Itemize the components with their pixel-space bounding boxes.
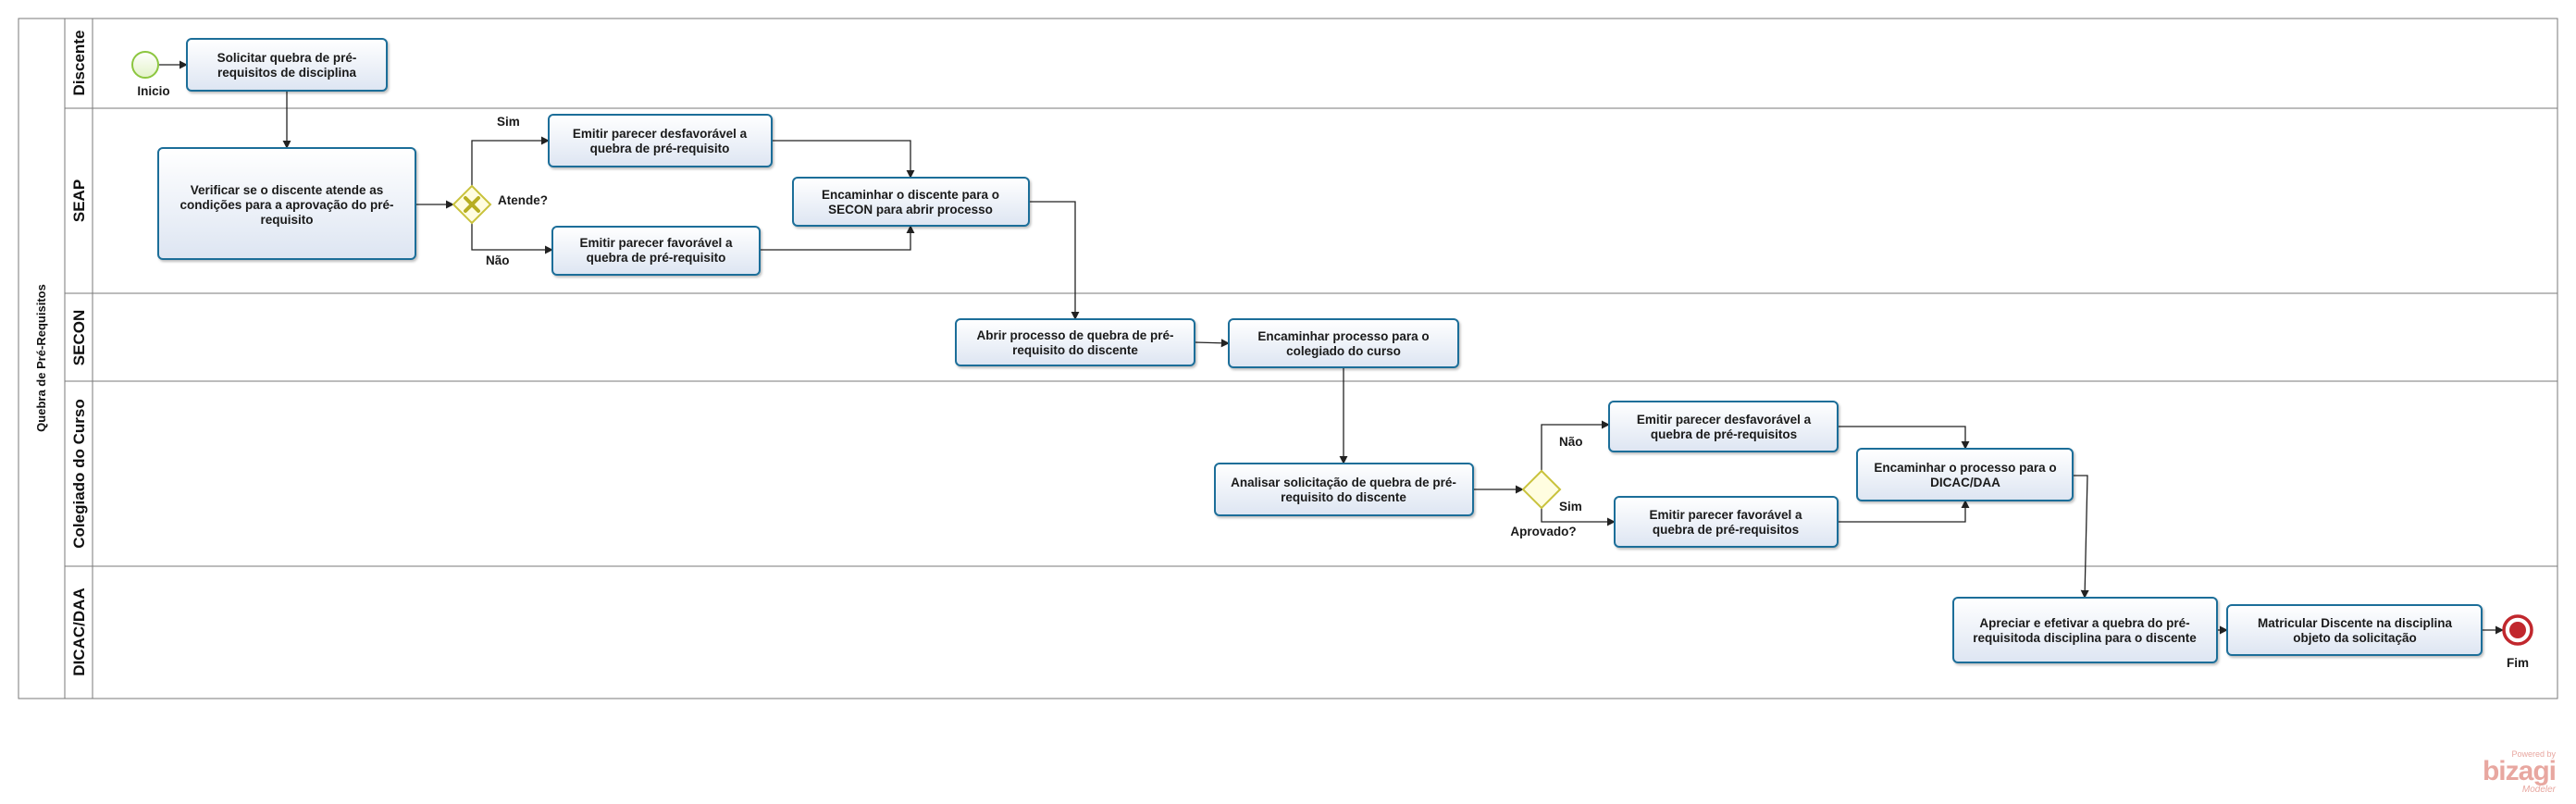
flow-label-g2-yes: Sim (1559, 500, 1582, 513)
sequence-flows (159, 60, 2504, 635)
gateway-label-aprovado: Aprovado? (1510, 525, 1576, 538)
lane-label-discente: Discente (70, 31, 88, 96)
lane-label-dicac: DICAC/DAA (70, 588, 88, 675)
flow-t5-to-t6[interactable] (1029, 201, 1080, 320)
task-label-line: Encaminhar processo para o (1257, 329, 1429, 343)
flow-g2-to-t10[interactable] (1541, 508, 1616, 526)
task-label-line: Emitir parecer desfavorável a (1637, 413, 1812, 427)
flow-g1-to-t3[interactable] (471, 136, 550, 186)
task-solicitar-quebra[interactable]: Solicitar quebra de pré-requisitos de di… (186, 38, 388, 92)
start-event-label: Inicio (137, 84, 169, 98)
task-analisar-solicitacao[interactable]: Analisar solicitação de quebra de pré-re… (1214, 463, 1474, 516)
lane-label-colegiado: Colegiado do Curso (70, 399, 88, 549)
task-label-line: quebra de pré-requisito (590, 142, 730, 155)
task-label: Analisar solicitação de quebra de pré-re… (1231, 476, 1456, 504)
task-label-line: quebra de pré-requisito (587, 251, 726, 265)
task-label-line: objeto da solicitação (2293, 631, 2417, 645)
gateway-atende[interactable] (452, 184, 492, 225)
flow-label-g2-no: Não (1559, 435, 1583, 449)
pool-label: Quebra de Pré-Requisitos (34, 284, 48, 432)
task-label-line: Emitir parecer favorável a (1649, 508, 1802, 522)
task-label-line: Abrir processo de quebra de pré- (976, 328, 1173, 342)
flow-g1-to-t4[interactable] (471, 223, 553, 254)
task-label-line: requisito (260, 213, 313, 227)
task-label-line: DICAC/DAA (1930, 476, 2000, 489)
flow-t10-to-t11[interactable] (1838, 500, 1970, 523)
task-label-line: Apreciar e efetivar a quebra do pré- (1979, 616, 2189, 630)
task-label-line: Matricular Discente na disciplina (2258, 616, 2453, 630)
flow-t4-to-t5[interactable] (760, 225, 915, 251)
flow-t6-to-t7[interactable] (1194, 339, 1230, 348)
flow-t9-to-t11[interactable] (1838, 426, 1970, 450)
start-event[interactable] (131, 51, 159, 79)
gateway-aprovado[interactable] (1521, 469, 1562, 510)
task-label: Solicitar quebra de pré-requisitos de di… (217, 51, 357, 80)
task-label-line: quebra de pré-requisitos (1651, 427, 1797, 441)
end-event-label: Fim (2507, 656, 2529, 670)
powered-by-text: Powered by (2511, 749, 2556, 759)
task-label-line: requisito do discente (1281, 490, 1406, 504)
task-label-line: quebra de pré-requisitos (1653, 523, 1799, 537)
task-label-line: SECON para abrir processo (828, 203, 993, 216)
task-label-line: requisito do discente (1012, 343, 1138, 357)
task-apreciar-efetivar[interactable]: Apreciar e efetivar a quebra do pré-requ… (1952, 597, 2218, 663)
task-label-line: Encaminhar o discente para o (822, 188, 999, 202)
task-label-line: Solicitar quebra de pré- (217, 51, 357, 65)
flow-t3-to-t5[interactable] (772, 140, 915, 179)
task-label-line: requisitoda disciplina para o discente (1973, 631, 2197, 645)
flow-label-g1-yes: Sim (497, 115, 520, 129)
task-label-line: Verificar se o discente atende as (191, 183, 384, 197)
task-label-line: Encaminhar o processo para o (1874, 461, 2056, 475)
bizagi-logo: bizagi (2482, 756, 2557, 786)
task-label-line: Analisar solicitação de quebra de pré- (1231, 476, 1456, 489)
task-label: Abrir processo de quebra de pré-requisit… (976, 328, 1173, 357)
modeler-text: Modeler (2521, 785, 2556, 795)
task-label-line: Emitir parecer desfavorável a (573, 127, 748, 141)
task-label-line: condições para a aprovação do pré- (180, 198, 393, 212)
tasks: Solicitar quebra de pré-requisitos de di… (157, 38, 2483, 663)
lane-label-secon: SECON (70, 310, 88, 365)
task-label-line: Emitir parecer favorável a (579, 236, 733, 250)
task-label-line: requisitos de disciplina (217, 66, 357, 80)
flow-label-g1-no: Não (486, 254, 510, 267)
task-label: Apreciar e efetivar a quebra do pré-requ… (1973, 616, 2197, 645)
end-event[interactable] (2502, 614, 2533, 646)
bizagi-branding: Powered by bizagi Modeler (2471, 749, 2557, 795)
exclusive-x-icon (464, 196, 480, 213)
flow-t11-to-t12[interactable] (2073, 475, 2089, 599)
flow-g2-to-t9[interactable] (1541, 420, 1610, 471)
task-abrir-processo[interactable]: Abrir processo de quebra de pré-requisit… (955, 318, 1195, 366)
lane-label-seap: SEAP (70, 179, 88, 222)
task-label-line: colegiado do curso (1286, 344, 1401, 358)
gateway-label-atende: Atende? (498, 193, 548, 207)
